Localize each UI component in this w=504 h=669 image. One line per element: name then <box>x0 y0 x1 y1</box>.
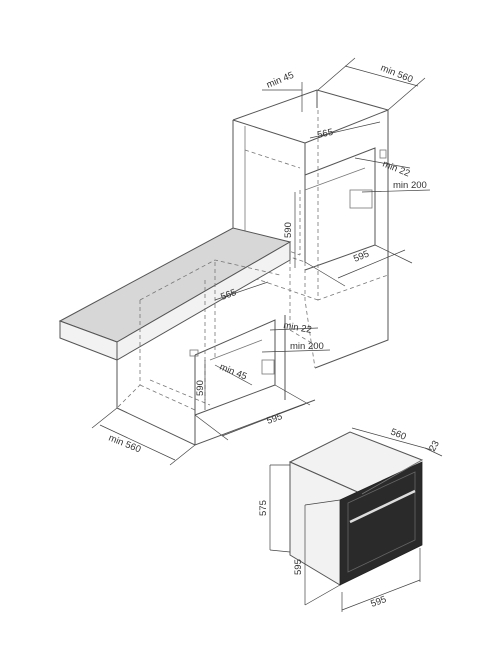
base-dimensions <box>91 281 331 466</box>
oven-handle <box>349 489 416 524</box>
label-tall-595: 595 <box>352 249 371 265</box>
label-tall-min22: min 22 <box>381 159 412 180</box>
worktop <box>58 227 292 361</box>
tall-dimensions <box>262 57 431 287</box>
label-base-min45: min 45 <box>218 362 249 383</box>
label-tall-min560: min 560 <box>379 63 414 86</box>
label-oven-560: 560 <box>389 427 408 443</box>
label-oven-595-height: 595 <box>293 559 304 575</box>
oven-dimensions <box>269 427 443 612</box>
label-tall-min45: min 45 <box>265 70 296 91</box>
label-base-590: 590 <box>195 380 206 396</box>
label-tall-590: 590 <box>283 222 294 238</box>
label-base-595: 595 <box>265 411 284 427</box>
label-oven-595-width: 595 <box>369 594 388 610</box>
label-oven-23: 23 <box>427 439 442 454</box>
oven <box>288 431 424 586</box>
label-base-565: 565 <box>219 287 238 303</box>
label-tall-min200: min 200 <box>393 180 427 191</box>
label-oven-575: 575 <box>258 500 269 516</box>
label-tall-565: 565 <box>316 127 334 141</box>
label-base-min22: min 22 <box>282 320 312 336</box>
label-base-min200: min 200 <box>290 341 324 352</box>
label-base-min560: min 560 <box>107 433 142 456</box>
